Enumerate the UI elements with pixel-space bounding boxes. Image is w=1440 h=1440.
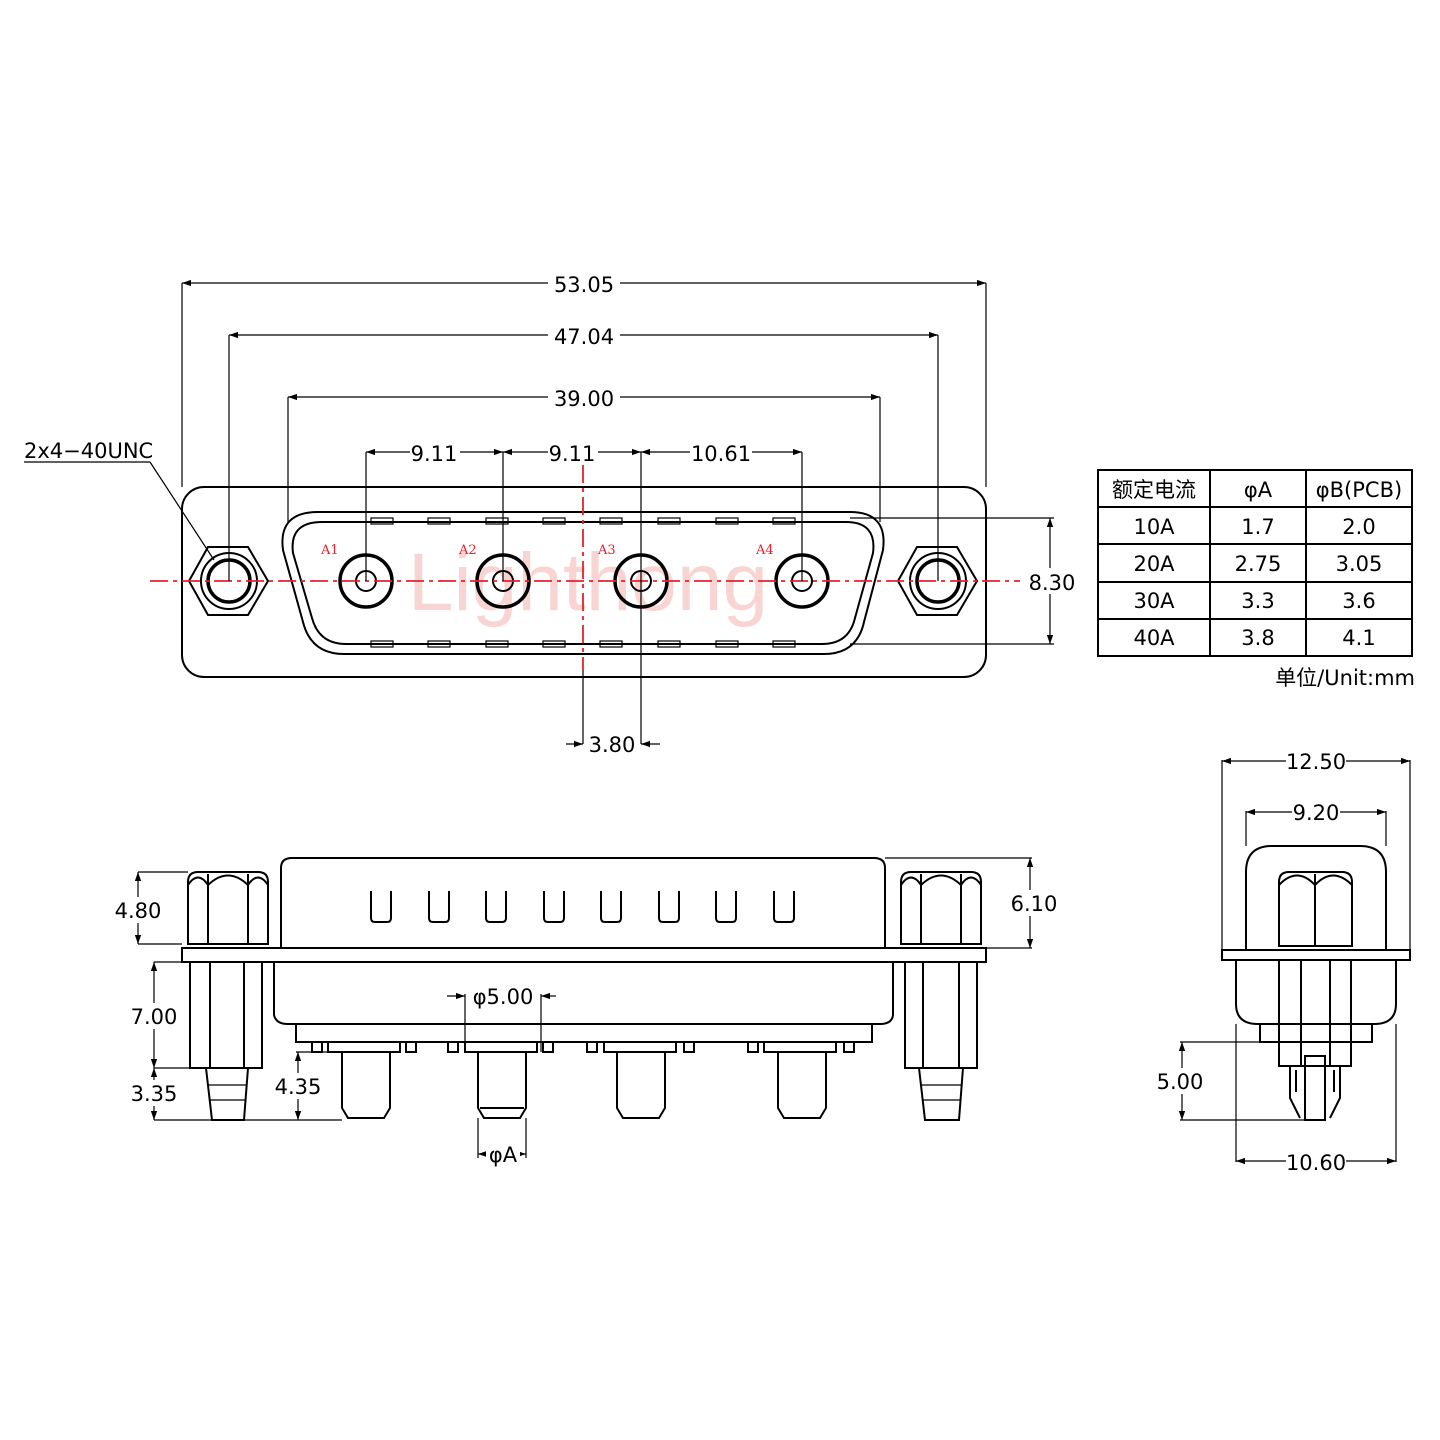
- front-extension-lines: [138, 857, 1032, 1158]
- dim-tail-pin: 4.35: [275, 1075, 322, 1099]
- dim-tail-short: 3.35: [131, 1082, 178, 1106]
- top-dimension-lines: [24, 279, 1054, 748]
- dim-tail-height: 5.00: [1157, 1070, 1204, 1094]
- dim-phi-a: φA: [489, 1143, 518, 1167]
- top-view: Lighthong: [24, 270, 1076, 757]
- dim-shell: 39.00: [554, 387, 614, 411]
- dim-overall: 53.05: [554, 273, 614, 297]
- table-cell: 40A: [1133, 626, 1175, 650]
- table-cell: 1.7: [1241, 515, 1274, 539]
- table-header-phi-b: φB(PCB): [1316, 478, 1402, 502]
- front-right-nut: [900, 871, 982, 1121]
- unit-label: 单位/Unit:mm: [1275, 666, 1415, 690]
- front-shell-upper: [280, 857, 886, 948]
- front-flange: [181, 947, 987, 963]
- top-extension-lines: [181, 283, 1054, 744]
- side-view: 12.50 9.20 5.00 10.60: [1156, 748, 1411, 1175]
- d-shell-outer: [281, 511, 885, 655]
- dim-pitch-1: 9.11: [411, 442, 458, 466]
- current-table: 额定电流 φA φB(PCB) 10A 1.7 2.0 20A 2.75 3.0…: [1097, 469, 1415, 690]
- table-cell: 2.0: [1342, 515, 1375, 539]
- front-insulator: [295, 1023, 873, 1043]
- table-cell: 3.8: [1241, 626, 1274, 650]
- table-cell: 30A: [1133, 589, 1175, 613]
- front-view: 4.80 6.10 7.00 3.35 4.35 φ5.00 φA: [112, 857, 1058, 1167]
- dim-shell-width: 9.20: [1293, 801, 1340, 825]
- dim-standoff: 7.00: [131, 1005, 178, 1029]
- side-shell-lower: [1235, 960, 1397, 1025]
- dim-mount-pitch: 47.04: [554, 325, 614, 349]
- table-header-phi-a: φA: [1244, 478, 1273, 502]
- dim-offset: 3.80: [589, 733, 636, 757]
- side-insulator: [1259, 1023, 1373, 1043]
- table-cell: 4.1: [1342, 626, 1375, 650]
- side-standoff: [1278, 959, 1352, 1121]
- front-slots: [370, 891, 795, 923]
- front-contact-tails: [311, 1041, 855, 1119]
- pin-label-a2: A2: [458, 543, 477, 558]
- front-left-nut: [187, 871, 269, 1121]
- table-cell: 3.05: [1336, 552, 1383, 576]
- dim-pitch-2: 9.11: [549, 442, 596, 466]
- dim-pitch-3: 10.61: [691, 442, 751, 466]
- dim-shell-height: 6.10: [1011, 892, 1058, 916]
- side-shell-upper: [1245, 845, 1387, 950]
- watermark: Lighthong: [408, 537, 768, 628]
- table-cell: 10A: [1133, 515, 1175, 539]
- table-header-current: 额定电流: [1112, 478, 1196, 502]
- table-cell: 20A: [1133, 552, 1175, 576]
- shell-slots: [370, 517, 796, 648]
- table-cell: 3.6: [1342, 589, 1375, 613]
- flange-outline: [181, 486, 987, 678]
- pin-label-a4: A4: [755, 543, 774, 558]
- front-shell-lower: [273, 962, 894, 1025]
- dim-overall-width: 12.50: [1286, 750, 1346, 774]
- table-cell: 3.3: [1241, 589, 1274, 613]
- dim-bottom-width: 10.60: [1286, 1151, 1346, 1175]
- thread-label: 2x4−40UNC: [24, 439, 153, 463]
- d-shell-inner: [291, 521, 875, 645]
- side-nut: [1278, 871, 1353, 947]
- side-flange: [1221, 949, 1411, 961]
- dim-nut-height: 4.80: [115, 899, 162, 923]
- pin-label-a1: A1: [320, 543, 339, 558]
- dim-height: 8.30: [1029, 571, 1076, 595]
- table-cell: 2.75: [1235, 552, 1282, 576]
- side-extension-lines: [1180, 760, 1411, 1162]
- dim-pin-diameter: φ5.00: [473, 985, 534, 1009]
- front-dimension-lines: [134, 858, 1034, 1158]
- pin-label-a3: A3: [597, 543, 616, 558]
